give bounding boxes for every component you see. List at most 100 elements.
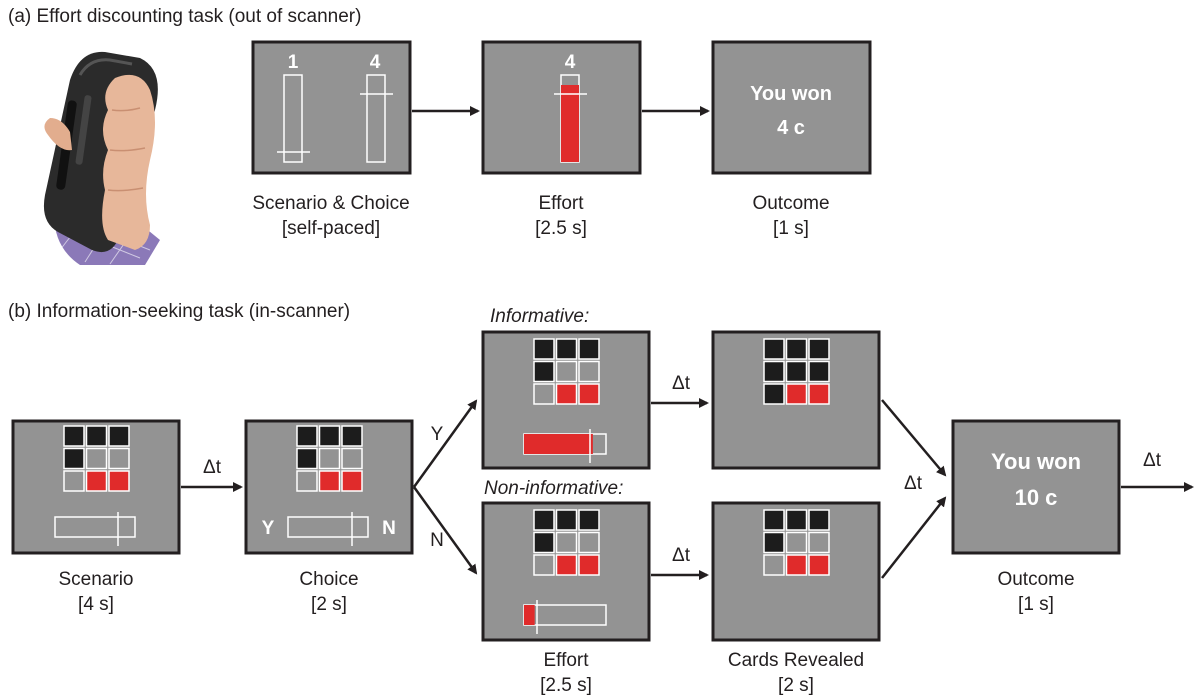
card-black: [763, 531, 785, 554]
outcome-b-line2: 10 c: [1015, 485, 1058, 510]
card-black: [555, 509, 578, 531]
card-gray: [555, 531, 578, 554]
delta-t-5: Δt: [1143, 450, 1162, 471]
card-black: [808, 360, 830, 383]
delta-t-3: Δt: [672, 545, 691, 566]
card-red: [341, 470, 363, 492]
card-black: [763, 509, 785, 531]
card-red: [808, 383, 830, 405]
choice-yes-key: Y: [262, 518, 275, 539]
card-red: [108, 470, 130, 492]
choice-no-key: N: [382, 518, 396, 539]
delta-t-2: Δt: [672, 373, 691, 394]
caption-a-choice-name: Scenario & Choice: [252, 193, 409, 214]
caption-b-effort-name: Effort: [543, 650, 589, 671]
caption-b-outcome-name: Outcome: [997, 569, 1074, 590]
outcome-a-line2: 4 c: [777, 117, 805, 139]
card-gray: [578, 531, 600, 554]
card-black: [533, 509, 555, 531]
choice-right-value: 4: [370, 52, 381, 73]
caption-b-effort-time: [2.5 s]: [540, 675, 592, 696]
caption-b-revealed-name: Cards Revealed: [728, 650, 864, 671]
informative-label: Informative:: [490, 306, 589, 327]
screen-a-outcome: You won 4 c: [711, 40, 872, 175]
card-gray: [63, 470, 85, 492]
screen-b-outcome: You won 10 c: [951, 419, 1121, 555]
card-red: [318, 470, 341, 492]
screen-a-choice: 1 4: [251, 40, 412, 175]
card-black: [296, 425, 318, 447]
card-grid-choice: [296, 425, 363, 492]
right-effort-bar: [366, 74, 386, 163]
card-black: [533, 338, 555, 360]
card-black: [63, 447, 85, 470]
caption-b-revealed-time: [2 s]: [778, 675, 814, 696]
card-black: [763, 338, 785, 360]
card-red: [785, 383, 808, 405]
card-black: [108, 425, 130, 447]
card-black: [808, 509, 830, 531]
screen-b-informative-revealed: [711, 330, 881, 470]
caption-b-choice-time: [2 s]: [311, 594, 347, 615]
screen-b-noninformative-revealed: [711, 501, 881, 642]
card-gray: [85, 447, 108, 470]
noninformative-effort-fill: [524, 605, 535, 625]
caption-a-effort-name: Effort: [538, 193, 584, 214]
arrow-branch-no: [412, 486, 478, 575]
card-black: [785, 338, 808, 360]
card-grid-noninformative-effort: [533, 509, 600, 576]
outcome-b-line1: You won: [991, 449, 1081, 474]
card-black: [785, 509, 808, 531]
choice-left-value: 1: [288, 52, 299, 73]
card-black: [318, 425, 341, 447]
card-grid-noninformative-revealed: [763, 509, 830, 576]
card-gray: [808, 531, 830, 554]
arrow-converge-bottom: [881, 496, 947, 579]
card-black: [763, 360, 785, 383]
caption-a-outcome-name: Outcome: [752, 193, 829, 214]
caption-a-outcome-time: [1 s]: [773, 218, 809, 239]
card-black: [808, 338, 830, 360]
card-gray: [108, 447, 130, 470]
card-black: [63, 425, 85, 447]
card-black: [341, 425, 363, 447]
caption-b-scenario-time: [4 s]: [78, 594, 114, 615]
card-gray: [578, 360, 600, 383]
card-gray: [296, 470, 318, 492]
card-red: [85, 470, 108, 492]
card-gray: [533, 383, 555, 405]
card-gray: [341, 447, 363, 470]
card-black: [533, 531, 555, 554]
arrow-converge-top: [881, 399, 947, 477]
card-black: [785, 360, 808, 383]
screen-b-choice: Y N: [244, 419, 414, 555]
card-gray: [555, 360, 578, 383]
effort-target-value: 4: [565, 52, 576, 73]
caption-b-choice-name: Choice: [299, 569, 358, 590]
card-black: [85, 425, 108, 447]
card-gray: [785, 531, 808, 554]
card-grid-informative-effort: [533, 338, 600, 405]
informative-effort-fill: [524, 434, 593, 454]
effort-bar-fill: [561, 85, 579, 162]
noninformative-label: Non-informative:: [484, 478, 623, 499]
caption-b-scenario-name: Scenario: [59, 569, 134, 590]
card-red: [785, 554, 808, 576]
card-black: [578, 509, 600, 531]
branch-no-label: N: [430, 530, 444, 551]
delta-t-1: Δt: [203, 457, 222, 478]
card-gray: [763, 554, 785, 576]
screen-a-effort: 4: [481, 40, 642, 175]
card-gray: [533, 554, 555, 576]
choice-effort-bar: [287, 516, 369, 538]
panel-a-title: (a) Effort discounting task (out of scan…: [8, 6, 361, 27]
card-gray: [318, 447, 341, 470]
card-red: [578, 383, 600, 405]
left-effort-bar: [283, 74, 303, 163]
card-red: [578, 554, 600, 576]
card-black: [578, 338, 600, 360]
card-black: [763, 383, 785, 405]
screen-b-informative-effort: [481, 330, 651, 470]
handheld-device-image: [43, 51, 160, 265]
